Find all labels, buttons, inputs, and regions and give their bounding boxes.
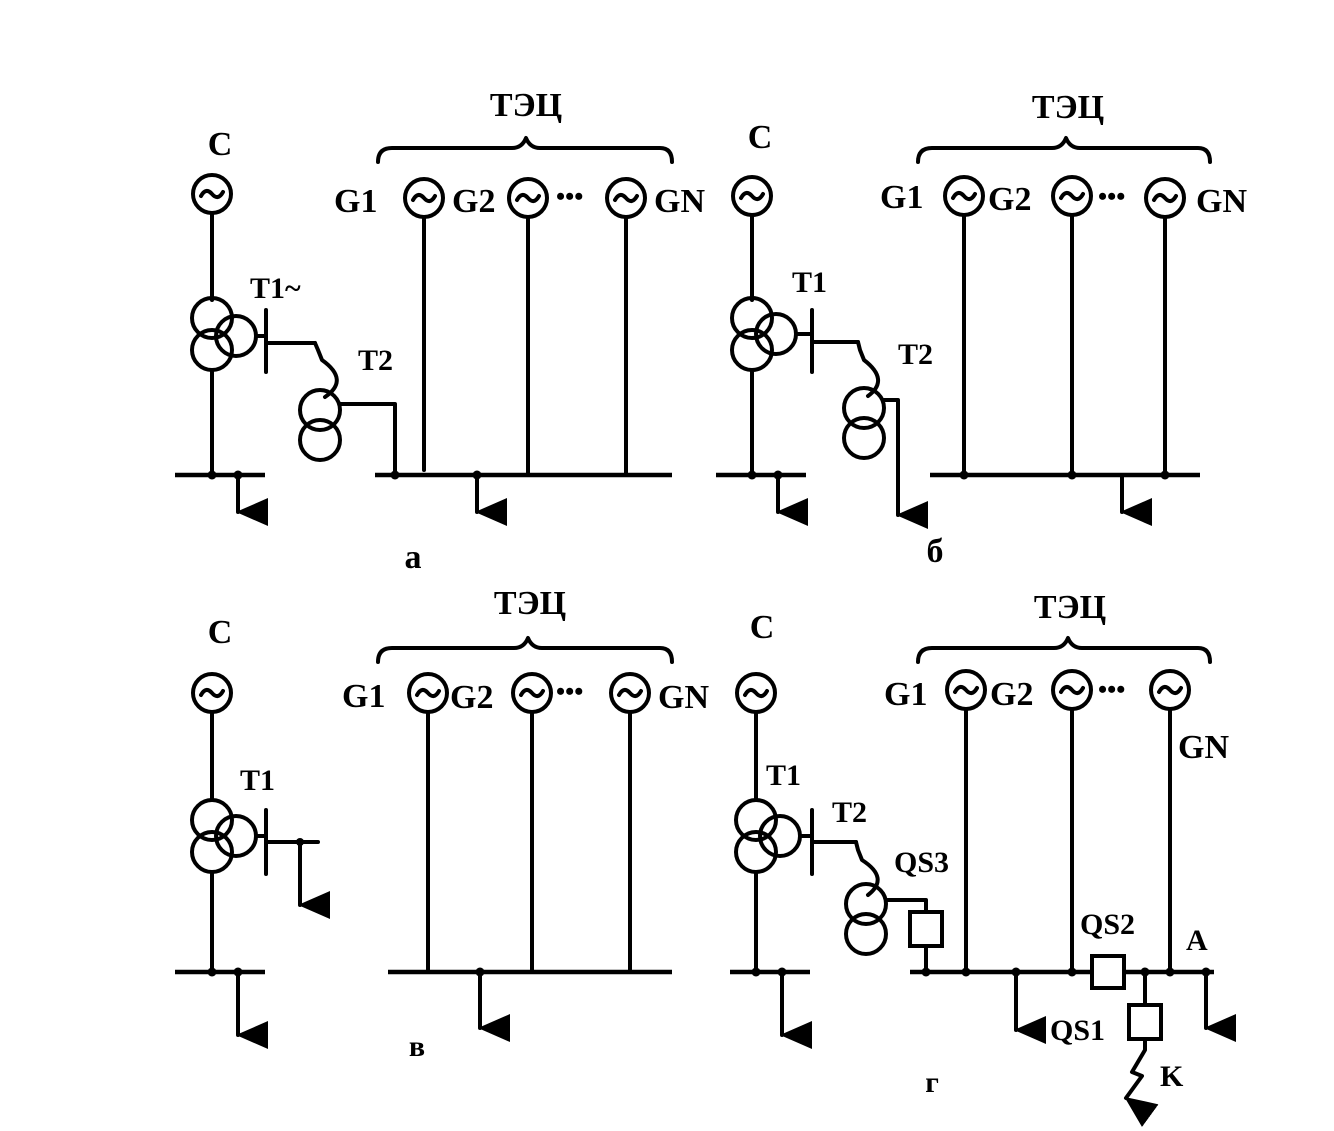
fault-k-label: K bbox=[1160, 1060, 1184, 1093]
system-generator-icon bbox=[191, 173, 233, 215]
three-winding-transformer-icon bbox=[190, 296, 258, 372]
generator-g1-label: G1 bbox=[884, 676, 927, 713]
generator-g2-label: G2 bbox=[452, 183, 495, 220]
generators-ellipsis: ••• bbox=[556, 677, 583, 706]
transformer-t2-icon bbox=[298, 388, 342, 462]
generators-ellipsis: ••• bbox=[1098, 182, 1125, 211]
three-winding-transformer-icon bbox=[734, 798, 802, 874]
generator-gn-label: GN bbox=[658, 679, 709, 716]
plant-label: ТЭЦ bbox=[490, 87, 562, 124]
system-generator-icon bbox=[731, 175, 773, 217]
transformer-t2-label: T2 bbox=[832, 796, 867, 829]
transformer-t2-icon bbox=[844, 882, 888, 956]
generator-g2-icon bbox=[1051, 175, 1093, 217]
generator-gn-icon bbox=[1149, 669, 1191, 711]
generator-g2-icon bbox=[1051, 669, 1093, 711]
system-generator-icon bbox=[191, 672, 233, 714]
panel-caption: а bbox=[405, 539, 422, 576]
generator-g1-icon bbox=[403, 177, 445, 219]
system-label: С bbox=[208, 614, 233, 651]
switch-qs1-label: QS1 bbox=[1050, 1014, 1105, 1047]
generator-g2-icon bbox=[507, 177, 549, 219]
disconnector-qs2 bbox=[1090, 954, 1126, 990]
generator-g1-icon bbox=[943, 175, 985, 217]
generator-gn-label: GN bbox=[1196, 183, 1247, 220]
panel-b: С T1 T2 ТЭЦ G1 G bbox=[716, 89, 1247, 570]
transformer-t2-label: T2 bbox=[358, 344, 393, 377]
node-a-label: A bbox=[1186, 924, 1208, 957]
generator-gn-icon bbox=[605, 177, 647, 219]
switch-qs3-label: QS3 bbox=[894, 846, 949, 879]
three-winding-transformer-icon bbox=[190, 798, 258, 874]
system-label: С bbox=[748, 119, 773, 156]
fault-arrow bbox=[1124, 1037, 1159, 1127]
generator-g2-label: G2 bbox=[450, 679, 493, 716]
system-label: С bbox=[208, 126, 233, 163]
system-generator-icon bbox=[735, 672, 777, 714]
generator-gn-icon bbox=[1144, 177, 1186, 219]
panel-v: С T1 ТЭЦ G1 G2 GN ••• bbox=[175, 585, 709, 1063]
panel-caption: в bbox=[409, 1030, 425, 1063]
generator-g1-label: G1 bbox=[880, 179, 923, 216]
transformer-t1-label: T1~ bbox=[250, 272, 301, 305]
disconnector-qs3 bbox=[908, 910, 944, 948]
generator-g1-icon bbox=[945, 669, 987, 711]
transformer-t1-label: T1 bbox=[766, 759, 801, 792]
generator-g2-label: G2 bbox=[990, 676, 1033, 713]
switch-qs2-label: QS2 bbox=[1080, 908, 1135, 941]
transformer-t2-icon bbox=[842, 386, 886, 460]
generator-gn-label: GN bbox=[654, 183, 705, 220]
generator-gn-label: GN bbox=[1178, 729, 1229, 766]
plant-brace bbox=[916, 136, 1212, 164]
transformer-t1-label: T1 bbox=[240, 764, 275, 797]
system-label: С bbox=[750, 609, 775, 646]
plant-label: ТЭЦ bbox=[1034, 589, 1106, 626]
generators-ellipsis: ••• bbox=[556, 182, 583, 211]
three-winding-transformer-icon bbox=[730, 296, 798, 372]
plant-brace bbox=[916, 636, 1212, 664]
plant-brace bbox=[376, 136, 674, 164]
generator-g2-label: G2 bbox=[988, 181, 1031, 218]
transformer-t1-label: T1 bbox=[792, 266, 827, 299]
panel-g: С T1 T2 QS3 QS2 A bbox=[730, 589, 1236, 1127]
panel-a: С T1~ T2 ТЭЦ G1 G2 bbox=[175, 87, 705, 576]
plant-label: ТЭЦ bbox=[494, 585, 566, 622]
generator-g1-label: G1 bbox=[334, 183, 377, 220]
generator-g2-icon bbox=[511, 672, 553, 714]
panel-caption: б bbox=[927, 533, 944, 570]
plant-brace bbox=[376, 636, 674, 664]
generator-gn-icon bbox=[609, 672, 651, 714]
generator-g1-icon bbox=[407, 672, 449, 714]
plant-label: ТЭЦ bbox=[1032, 89, 1104, 126]
transformer-t2-label: T2 bbox=[898, 338, 933, 371]
generators-ellipsis: ••• bbox=[1098, 675, 1125, 704]
disconnector-qs1 bbox=[1127, 1003, 1163, 1041]
panel-caption: г bbox=[925, 1066, 939, 1099]
generator-g1-label: G1 bbox=[342, 678, 385, 715]
